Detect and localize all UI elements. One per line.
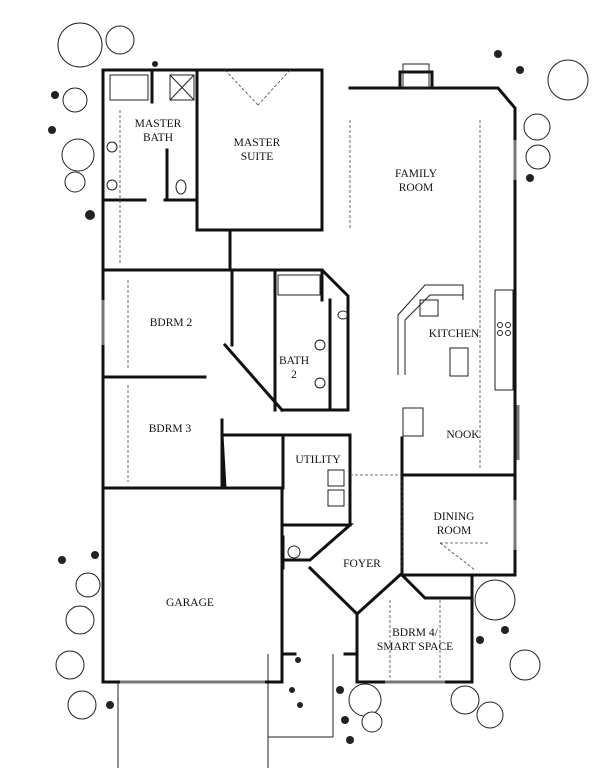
tree-icon <box>65 605 95 635</box>
kitchen-sink-icon <box>419 299 439 317</box>
sink-icon <box>106 179 118 191</box>
label-family-room: FAMILY <box>395 168 438 180</box>
fixtures <box>106 63 514 680</box>
tree-icon <box>509 649 541 681</box>
tree-icon <box>67 690 97 720</box>
counter <box>494 289 514 391</box>
driveway <box>117 654 334 768</box>
washer-icon <box>327 469 345 487</box>
label-master-bath-2: BATH <box>143 132 173 144</box>
tree-icon <box>348 683 382 717</box>
dryer-icon <box>327 489 345 507</box>
walls <box>101 68 517 684</box>
kitchen-island <box>449 347 469 377</box>
tree-icon <box>105 25 135 55</box>
label-bdrm4: BDRM 4/ <box>392 627 438 639</box>
label-dining-room-2: ROOM <box>437 525 472 537</box>
label-family-room-2: ROOM <box>399 182 434 194</box>
label-nook: NOOK <box>446 429 480 441</box>
tree-icon <box>476 701 504 729</box>
label-dining-room: DINING <box>434 511 475 523</box>
tree-icon <box>523 113 551 141</box>
label-foyer: FOYER <box>343 558 381 570</box>
tree-icon <box>55 650 85 680</box>
tree-icon <box>61 138 95 172</box>
label-bdrm4-2: SMART SPACE <box>377 641 453 653</box>
water-heater-icon <box>287 545 301 559</box>
label-bath2: BATH <box>279 355 309 367</box>
shower-icon <box>169 74 195 101</box>
toilet-icon <box>337 310 349 320</box>
stove-icon <box>497 322 503 328</box>
bathtub-icon <box>277 274 321 296</box>
label-master-suite: MASTER <box>234 137 281 149</box>
label-bath2-2: 2 <box>291 369 297 381</box>
label-master-suite-2: SUITE <box>241 151 274 163</box>
sink-icon <box>106 141 118 153</box>
label-utility: UTILITY <box>295 454 341 466</box>
label-master-bath: MASTER <box>135 118 182 130</box>
tree-icon <box>57 22 103 68</box>
tree-icon <box>525 144 551 170</box>
label-kitchen: KITCHEN <box>429 328 480 340</box>
label-garage: GARAGE <box>166 597 214 609</box>
tree-icon <box>75 572 101 598</box>
sink-icon <box>314 339 326 351</box>
tree-icon <box>474 579 516 621</box>
fireplace-icon <box>402 63 430 89</box>
windows <box>101 140 520 684</box>
tree-icon <box>64 171 86 193</box>
tree-icon <box>62 87 88 113</box>
bathtub-icon <box>109 74 149 101</box>
sink-icon <box>314 377 326 389</box>
room-labels: MASTER BATH MASTER SUITE FAMILY ROOM KIT… <box>135 118 481 653</box>
label-bdrm2: BDRM 2 <box>150 317 193 329</box>
tree-icon <box>450 685 480 715</box>
landscaping <box>48 22 589 744</box>
tree-icon <box>361 711 383 733</box>
toilet-icon <box>175 179 187 195</box>
label-bdrm3: BDRM 3 <box>149 423 192 435</box>
tree-icon <box>547 59 589 101</box>
pantry <box>402 407 424 437</box>
